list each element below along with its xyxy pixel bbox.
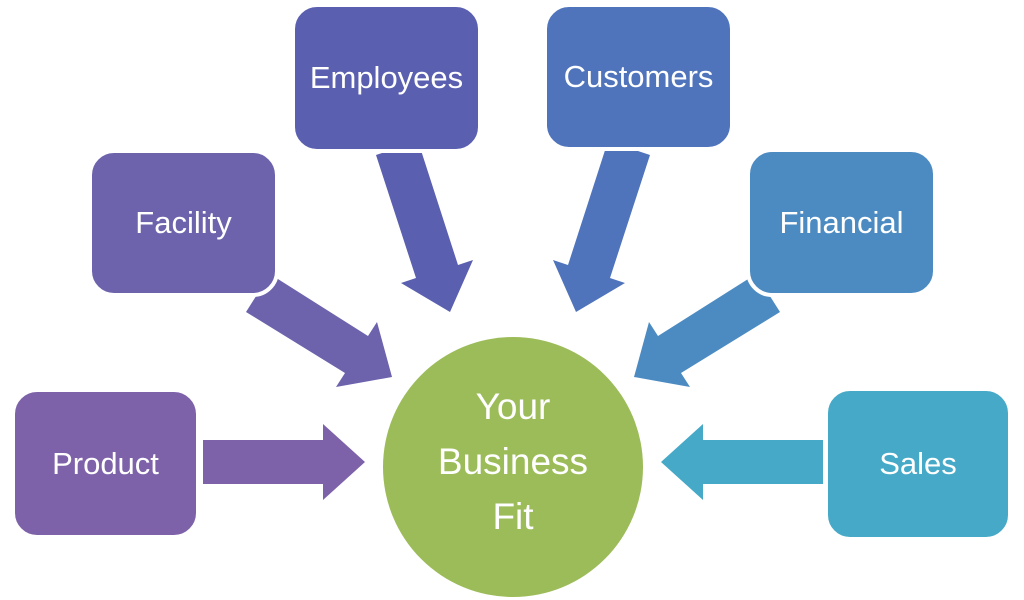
sales-box bbox=[824, 387, 1012, 541]
product-arrow-icon bbox=[203, 424, 365, 500]
sales-label: Sales bbox=[879, 446, 957, 481]
financial-label: Financial bbox=[779, 205, 903, 240]
facility-arrow-icon bbox=[246, 274, 392, 387]
financial-box bbox=[746, 148, 937, 297]
product-box bbox=[11, 388, 200, 539]
customers-box bbox=[543, 3, 734, 151]
customers-arrow-icon bbox=[553, 141, 650, 312]
facility-box bbox=[88, 149, 279, 297]
financial-arrow-icon bbox=[634, 274, 780, 387]
facility-label: Facility bbox=[135, 205, 232, 240]
employees-box bbox=[291, 3, 482, 153]
employees-label: Employees bbox=[310, 60, 463, 95]
center-label-line-3: Fit bbox=[492, 496, 534, 537]
center-circle bbox=[383, 337, 643, 597]
sales-arrow-icon bbox=[661, 424, 823, 500]
product-label: Product bbox=[52, 446, 159, 481]
center-label-line-2: Business bbox=[438, 441, 588, 482]
customers-label: Customers bbox=[564, 59, 714, 94]
center-label-line-1: Your bbox=[476, 386, 551, 427]
employees-arrow-icon bbox=[376, 141, 473, 312]
